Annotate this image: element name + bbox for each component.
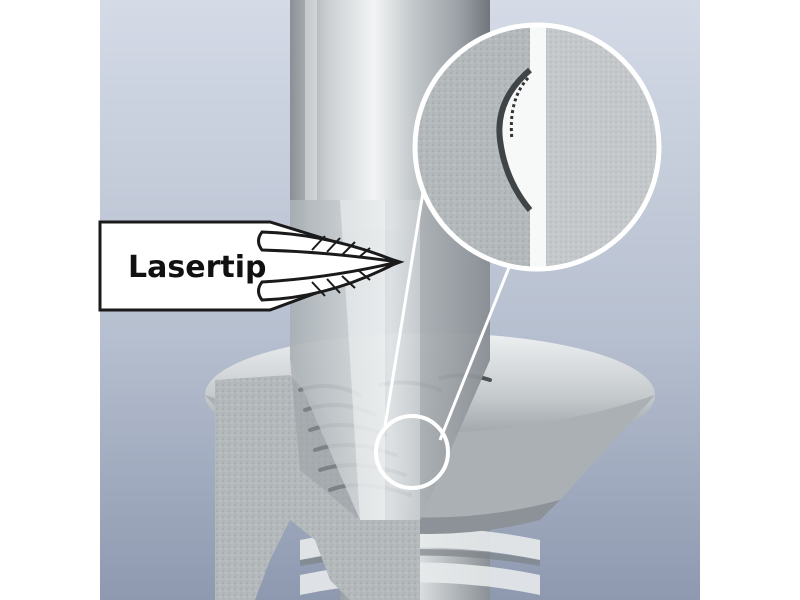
magnifier-circle-icon: [412, 22, 662, 272]
lasertip-label: Lasertip: [128, 250, 266, 285]
magnifier-connector: [383, 179, 512, 441]
double-arrow-tip-icon: [257, 230, 399, 302]
magnifier-focus-ring: [374, 414, 450, 490]
lasertip-callout: Lasertip: [98, 220, 405, 312]
